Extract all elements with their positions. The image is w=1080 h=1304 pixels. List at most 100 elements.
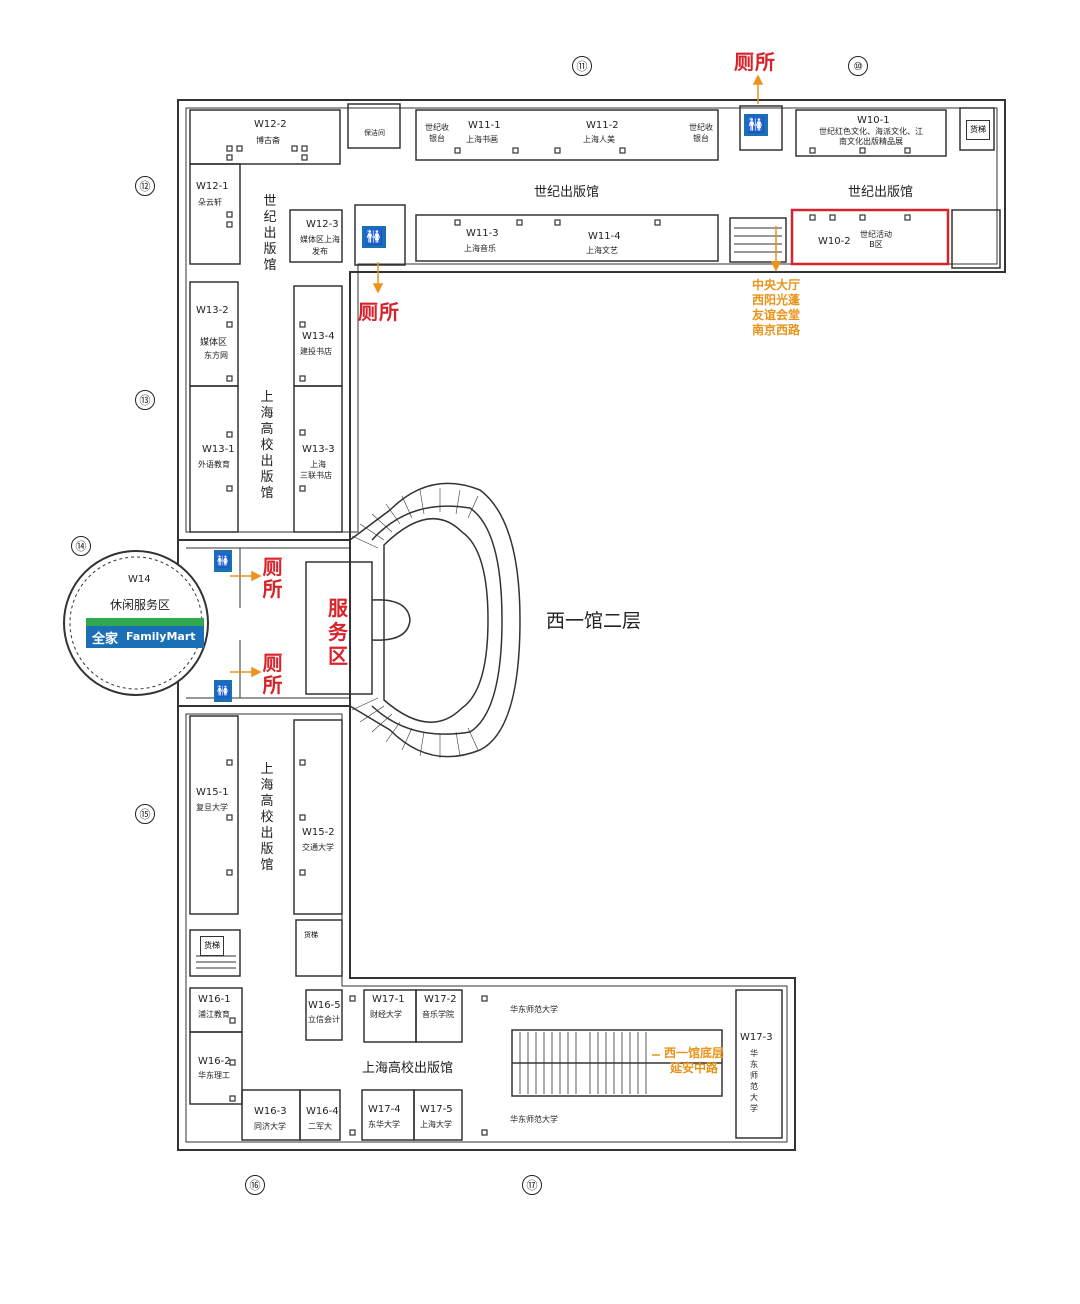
section-16-marker: ⑯ [245, 1175, 265, 1195]
booth-w12-3 [289, 209, 343, 263]
section-12-marker: ⑫ [135, 176, 155, 196]
toilet-label-mid: 厕所 [358, 300, 400, 324]
booth-w13-1 [189, 385, 239, 533]
booth-w13-4-name: 建投书店 [300, 347, 332, 356]
booth-w17-3 [735, 989, 783, 1139]
booth-w11-top [415, 109, 719, 161]
booth-w10-2-code: W10-2 [818, 236, 851, 247]
direction-central-hall-2: 西阳光蓬 [751, 293, 800, 307]
floor-title: 西一馆二层 [546, 610, 642, 632]
elevator-left: 货梯 [200, 936, 224, 956]
hall-label-university-v1: 上海高校出版馆 [260, 390, 274, 501]
stair-top-left [347, 103, 401, 149]
toilet-label-lower: 厕所 [262, 651, 284, 697]
service-area-label: 服务区 [328, 596, 348, 668]
booth-w13-4-code: W13-4 [302, 331, 335, 342]
booth-w17-2 [415, 989, 463, 1043]
booth-w10-2-name: 世纪活动B区 [860, 230, 892, 249]
booth-w13-2 [189, 281, 239, 387]
booth-w15-1-name: 复旦大学 [196, 803, 228, 812]
booth-w17-4 [361, 1089, 415, 1141]
direction-central-hall: 中央大厅 西阳光蓬 友谊会堂 南京西路 [748, 278, 804, 338]
direction-central-hall-4: 南京西路 [751, 323, 800, 337]
booth-w11-3-code: W11-3 [466, 228, 499, 239]
booth-w15-1-code: W15-1 [196, 787, 229, 798]
booth-w13-1-name: 外语教育 [198, 460, 230, 469]
booth-w11-3-name: 上海音乐 [464, 244, 496, 253]
toilet-room-top [739, 105, 783, 151]
booth-w13-2-code: W13-2 [196, 305, 229, 316]
booth-w14-name: 休闲服务区 [110, 598, 171, 612]
elevator-room-left [189, 929, 241, 977]
booth-w13-3-sub: 三联书店 [300, 471, 332, 480]
toilet-label-top: 厕所 [734, 50, 776, 74]
room-right-small [295, 919, 343, 977]
booth-w16-1-name: 浦江教育 [198, 1010, 230, 1019]
cashier-right: 世纪收银台 [689, 123, 713, 143]
elevator-box-top [959, 107, 995, 151]
booth-w16-2 [189, 1031, 243, 1105]
spiral-stair-inner [383, 517, 489, 723]
booth-w11-1-name: 上海书画 [466, 135, 498, 144]
cashier-left: 世纪收银台 [425, 123, 449, 143]
direction-central-hall-1: 中央大厅 [751, 278, 800, 292]
section-14-marker: ⑭ [71, 536, 91, 556]
booth-w11-2-name: 上海人美 [583, 135, 615, 144]
booth-w16-3-code: W16-3 [254, 1106, 287, 1117]
hall-label-century-vertical: 世纪出版馆 [263, 194, 277, 273]
w10-2-highlight [790, 208, 950, 266]
booth-w12-2-code: W12-2 [254, 119, 287, 130]
booth-w13-3-code: W13-3 [302, 444, 335, 455]
familymart-cn: 全家 [92, 632, 119, 647]
hall-label-university-h: 上海高校出版馆 [362, 1061, 454, 1076]
toilet-icon-upper: 🚻 [214, 550, 232, 572]
booth-w15-2 [293, 719, 343, 915]
spiral-stair-outer [349, 482, 521, 758]
direction-west-ground-1: 西一馆底层 [663, 1046, 724, 1060]
hall-label-century-a: 世纪出版馆 [534, 185, 600, 200]
booth-w10-1-name: 世纪红色文化、海派文化、江南文化出版精品展 [819, 127, 923, 146]
booth-w12-2-name: 博古斋 [256, 136, 280, 145]
booth-w11-1-code: W11-1 [468, 120, 501, 131]
booth-w10-1 [795, 109, 947, 157]
booth-w16-2-name: 华东理工 [198, 1071, 230, 1080]
section-17-marker: ⑰ [522, 1175, 542, 1195]
toilet-icon-lower: 🚻 [214, 680, 232, 702]
booth-w15-1 [189, 715, 239, 915]
booth-w16-3-name: 同济大学 [254, 1122, 286, 1131]
booth-w12-1-name: 朵云轩 [198, 198, 222, 207]
hall-label-university-v2: 上海高校出版馆 [260, 762, 274, 873]
booth-w17-5 [413, 1089, 463, 1141]
booth-w17-5-code: W17-5 [420, 1104, 453, 1115]
booth-w16-4 [299, 1089, 341, 1141]
room-right-end [951, 209, 1001, 269]
booth-w16-4-name: 二军大 [308, 1122, 332, 1131]
booth-w17-1-name: 财经大学 [370, 1010, 402, 1019]
booth-w13-2-sub: 东方网 [204, 351, 228, 360]
booth-w16-2-code: W16-2 [198, 1056, 231, 1067]
hall-label-century-b: 世纪出版馆 [848, 185, 914, 200]
cleaning-room: 保洁间 [364, 129, 385, 137]
section-10-marker: ⑩ [848, 56, 868, 76]
booth-w12-3-code: W12-3 [306, 219, 339, 230]
booth-w13-3 [293, 385, 343, 533]
familymart-logo [86, 626, 204, 648]
booth-w12-3-name: 媒体区上海发布 [300, 235, 340, 256]
section-15-marker: ⑮ [135, 804, 155, 824]
toilet-icon-top: 🚻 [744, 114, 768, 136]
booth-w12-1 [189, 163, 241, 265]
direction-central-hall-3: 友谊会堂 [751, 308, 800, 322]
direction-west-ground: 西一馆底层 延安中路 [658, 1046, 730, 1076]
booth-w16-5 [305, 989, 343, 1041]
booth-w11-4-code: W11-4 [588, 231, 621, 242]
ecnu-label-top: 华东师范大学 [510, 1005, 558, 1014]
booth-w16-4-code: W16-4 [306, 1106, 339, 1117]
direction-west-ground-2: 延安中路 [669, 1061, 718, 1075]
booth-w12-1-code: W12-1 [196, 181, 229, 192]
booth-w17-4-name: 东华大学 [368, 1120, 400, 1129]
booth-w17-2-code: W17-2 [424, 994, 457, 1005]
booth-w13-3-name: 上海 [310, 460, 326, 469]
booth-w17-2-name: 音乐学院 [422, 1010, 454, 1019]
booth-w15-2-code: W15-2 [302, 827, 335, 838]
